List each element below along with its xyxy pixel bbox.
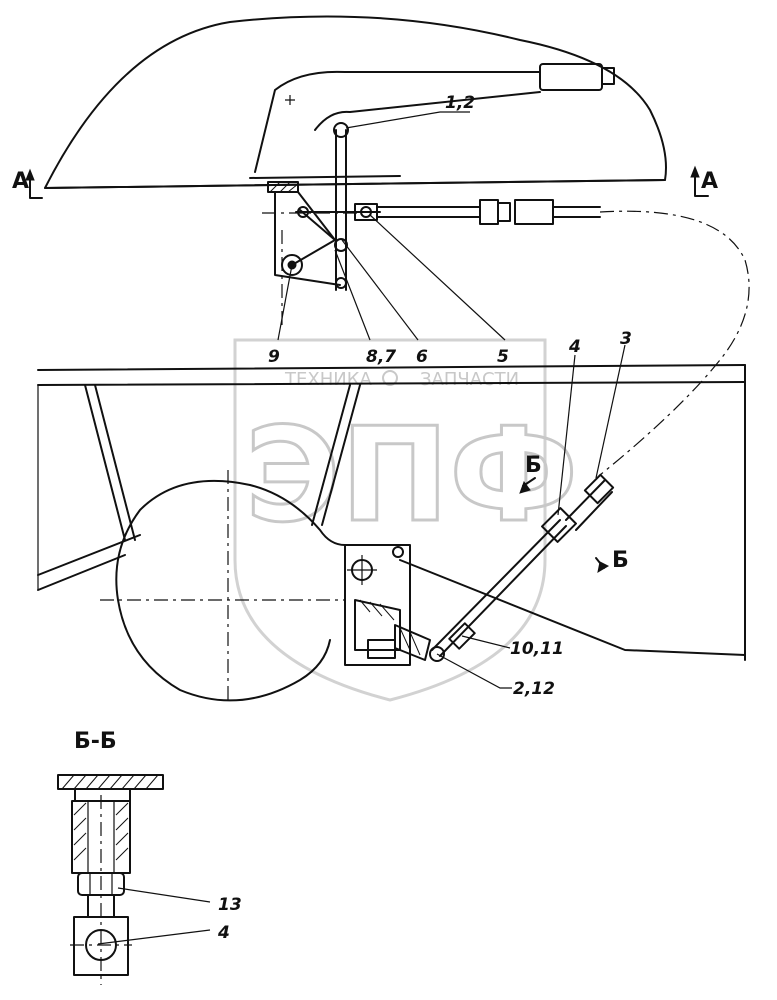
watermark-tagline-right: ЗАПЧАСТИ [420, 369, 519, 390]
callout-9: 9 [268, 347, 280, 367]
section-a-left-label: А [12, 169, 29, 194]
section-b-bottom-label: Б [612, 548, 629, 573]
watermark-brand: ЭПФ [245, 399, 578, 551]
cab-cover [44, 15, 667, 189]
callout-labels: 1,2 9 8,7 6 5 4 3 10,11 2,12 [268, 93, 632, 699]
section-b-markers: Б Б [519, 453, 629, 574]
callout-2-12: 2,12 [513, 679, 555, 699]
leader-lines [97, 111, 626, 945]
adjusting-rod [429, 473, 615, 662]
wheel [100, 470, 346, 705]
vehicle-frame [37, 364, 746, 661]
valve-assembly [344, 544, 431, 666]
callout-8-7: 8,7 [366, 347, 396, 367]
section-b-b-view: Б-Б 13 4 [57, 729, 242, 985]
lever-mechanism [262, 122, 381, 330]
callout-3: 3 [620, 329, 632, 349]
section-view-title: Б-Б [74, 729, 117, 754]
control-cable [354, 199, 750, 476]
callout-6: 6 [416, 347, 428, 367]
gear-icon [382, 370, 398, 386]
callout-10-11: 10,11 [510, 639, 564, 659]
callout-13: 13 [218, 895, 242, 915]
callout-4: 4 [568, 337, 581, 357]
callout-4-section: 4 [217, 923, 230, 943]
callout-5: 5 [497, 347, 509, 367]
section-b-top-label: Б [525, 453, 542, 478]
section-a-markers: А А [12, 165, 718, 199]
callout-1-2: 1,2 [445, 93, 475, 113]
section-a-right-label: А [701, 169, 718, 194]
